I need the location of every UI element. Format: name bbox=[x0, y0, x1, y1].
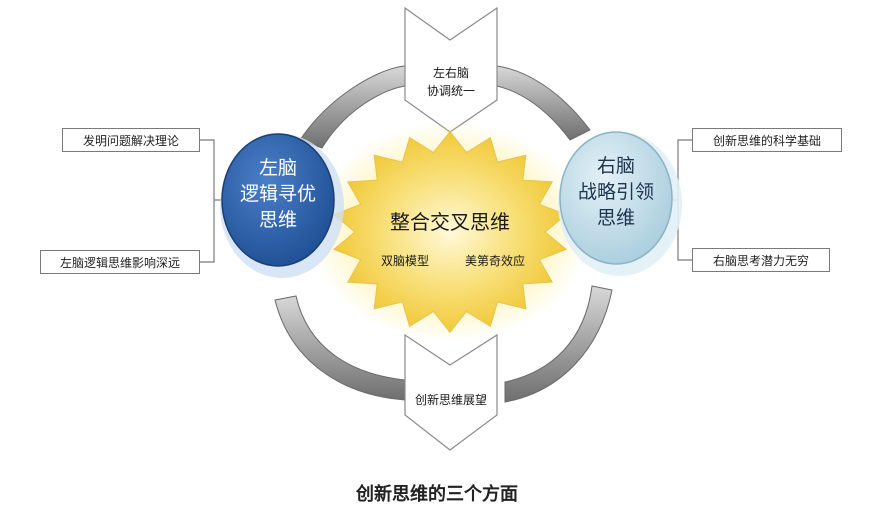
left-ellipse-text: 左脑 逻辑寻优 思维 bbox=[222, 155, 334, 233]
left-ellipse-line2: 逻辑寻优 bbox=[239, 183, 316, 205]
left-ellipse-line1: 左脑 bbox=[258, 157, 297, 179]
right-brain-ellipse bbox=[559, 131, 673, 265]
top-arrow-line2: 协调统一 bbox=[426, 84, 475, 98]
center-sub-left: 双脑模型 bbox=[380, 254, 429, 268]
left-box-bottom: 左脑逻辑思维影响深远 bbox=[40, 250, 200, 274]
center-starburst bbox=[332, 130, 568, 334]
right-box-bottom: 右脑思考潜力无穷 bbox=[692, 248, 830, 272]
top-arrow-line1: 左右脑 bbox=[432, 66, 469, 80]
right-ellipse-line3: 思维 bbox=[596, 207, 635, 229]
top-arrow-label: 左右脑 协调统一 bbox=[405, 64, 497, 100]
left-box-top: 发明问题解决理论 bbox=[62, 128, 200, 152]
bottom-arrow-shape bbox=[404, 333, 498, 451]
right-ellipse-line1: 右脑 bbox=[596, 155, 635, 177]
center-sub-right: 美第奇效应 bbox=[464, 254, 525, 268]
right-ellipse-line2: 战略引领 bbox=[577, 181, 654, 203]
arc-bottom-right bbox=[504, 285, 613, 403]
arc-top-right bbox=[496, 65, 591, 141]
figure-caption: 创新思维的三个方面 bbox=[356, 484, 518, 505]
bottom-arrow-label: 创新思维展望 bbox=[414, 393, 487, 407]
right-box-top: 创新思维的科学基础 bbox=[692, 128, 842, 152]
left-ellipse-line3: 思维 bbox=[258, 209, 297, 231]
center-title: 整合交叉思维 bbox=[390, 210, 510, 234]
right-ellipse-text: 右脑 战略引领 思维 bbox=[560, 153, 672, 231]
cycle-arcs bbox=[274, 65, 613, 403]
left-brain-ellipse bbox=[221, 133, 335, 267]
top-arrow-shape bbox=[404, 6, 498, 133]
